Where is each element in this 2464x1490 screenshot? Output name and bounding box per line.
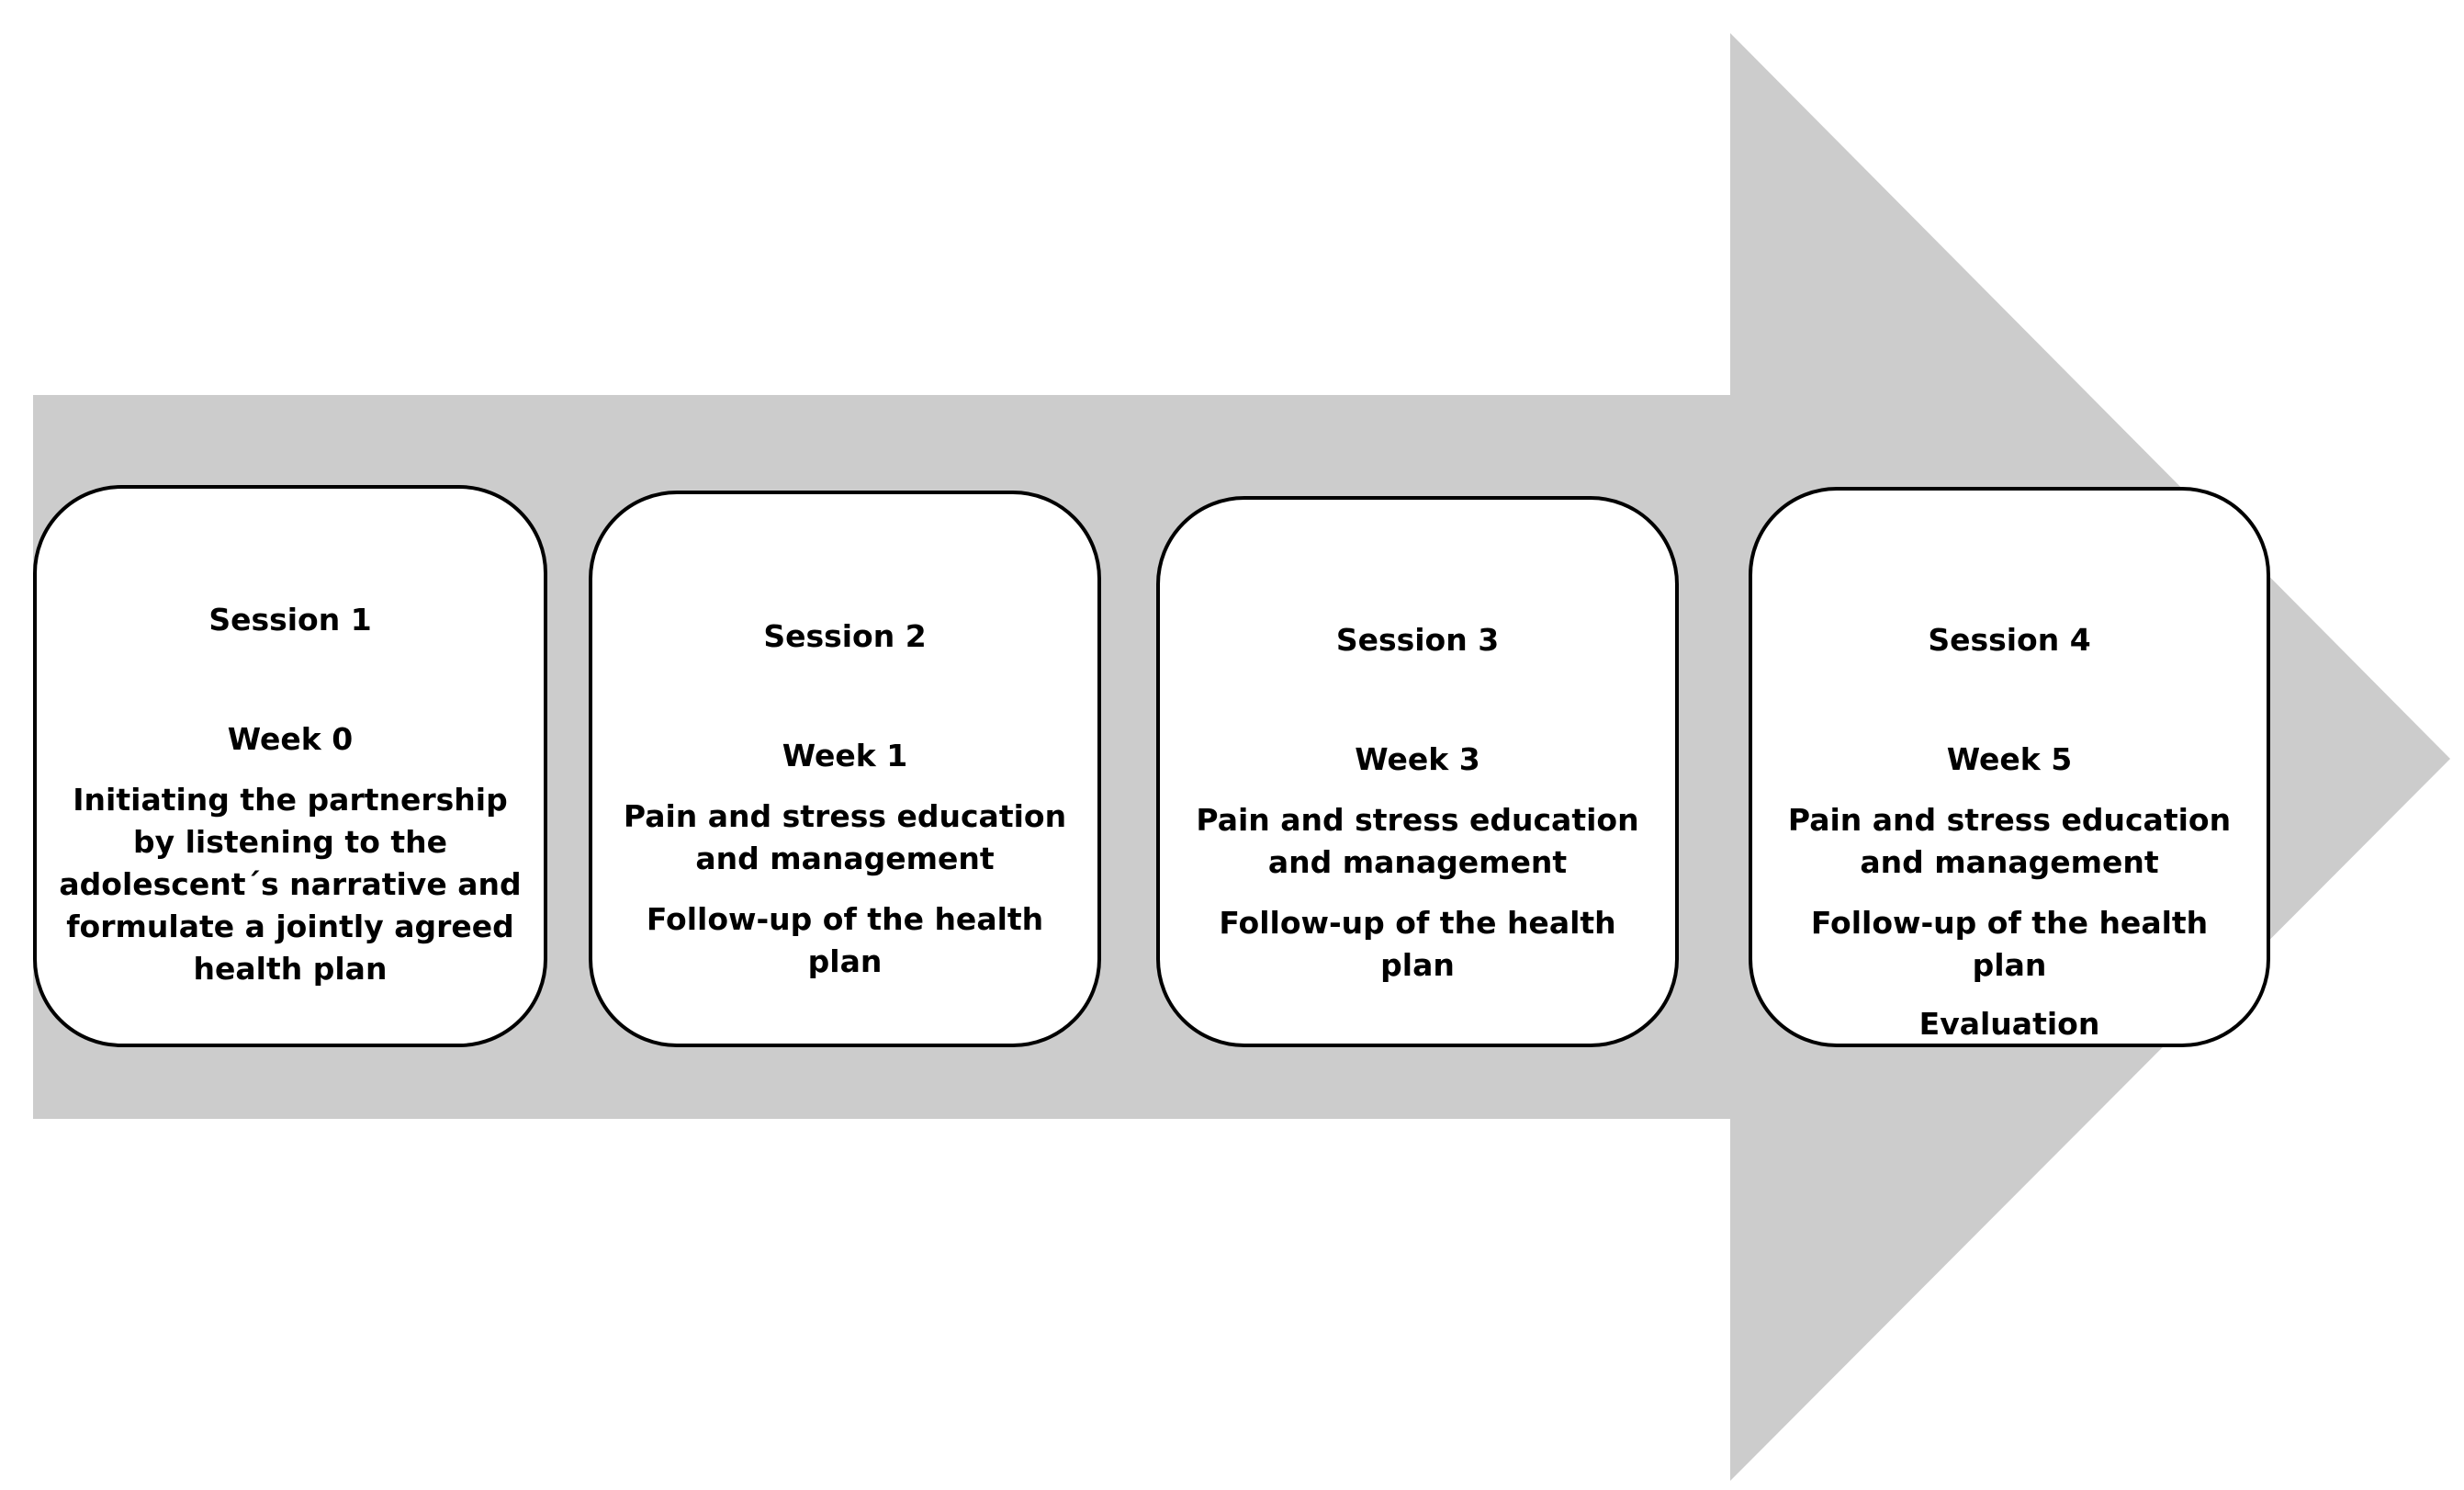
session-1-line-2: by listening to the <box>132 824 448 860</box>
session-4-line-5: Evaluation <box>1918 1006 2100 1042</box>
session-2-week: Week 1 <box>782 738 908 773</box>
session-3-box: Session 3 Week 3 Pain and stress educati… <box>1156 496 1679 1047</box>
session-2-box: Session 2 Week 1 Pain and stress educati… <box>589 491 1101 1047</box>
session-3-week: Week 3 <box>1355 741 1480 777</box>
session-3-title: Session 3 <box>1335 622 1500 658</box>
session-1-title: Session 1 <box>208 602 372 638</box>
session-2-title: Session 2 <box>763 618 927 654</box>
session-4-line-1: Pain and stress education <box>1787 802 2232 838</box>
session-3-line-4: plan <box>1380 947 1455 983</box>
session-4-line-3: Follow-up of the health <box>1810 905 2209 941</box>
session-2-line-4: plan <box>807 943 883 979</box>
session-1-line-4: formulate a jointly agreed <box>66 909 514 944</box>
session-1-line-5: health plan <box>193 951 388 987</box>
session-4-week: Week 5 <box>1946 741 2073 777</box>
session-2-line-3: Follow-up of the health <box>646 901 1044 937</box>
session-4-title: Session 4 <box>1928 622 2091 658</box>
session-2-line-1: Pain and stress education <box>623 798 1067 834</box>
session-4-box: Session 4 Week 5 Pain and stress educati… <box>1749 487 2270 1047</box>
session-3-line-1: Pain and stress education <box>1196 802 1639 838</box>
session-4-line-2: and management <box>1860 844 2159 880</box>
session-3-line-3: Follow-up of the health <box>1219 905 1616 941</box>
session-4-line-4: plan <box>1972 947 2047 983</box>
session-3-line-2: and management <box>1267 844 1568 880</box>
session-1-week: Week 0 <box>227 721 354 757</box>
session-1-line-3: adolescent´s narrative and <box>59 866 522 902</box>
session-1-box: Session 1 Week 0 Initiating the partners… <box>33 485 547 1047</box>
session-2-line-2: and management <box>695 841 995 876</box>
session-1-line-1: Initiating the partnership <box>73 782 508 818</box>
